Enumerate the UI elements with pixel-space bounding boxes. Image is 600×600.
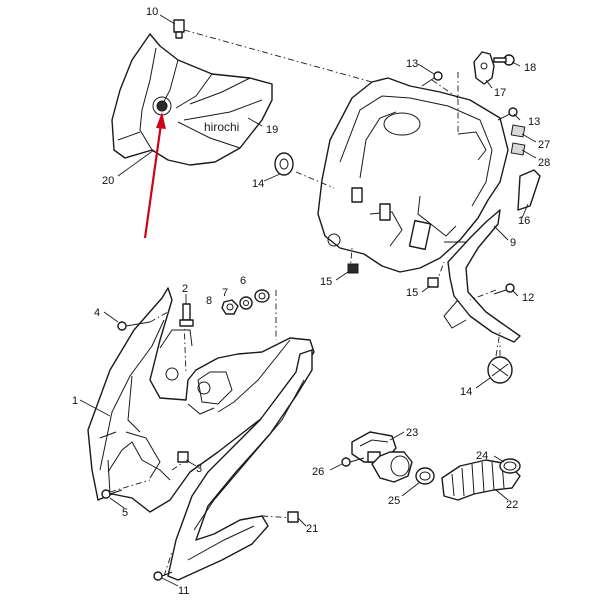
leader-lines (79, 14, 537, 587)
callout-15-right: 15 (406, 287, 418, 299)
callout-14-bottom: 14 (460, 386, 472, 398)
callout-23: 23 (406, 427, 418, 439)
screw-4 (117, 321, 151, 331)
screw-5 (101, 489, 123, 499)
callout-labels: 10 19 20 14 13 18 17 13 27 28 16 9 15 15… (72, 6, 550, 597)
callout-19: 19 (266, 124, 278, 136)
nut-8 (221, 299, 239, 315)
callout-3: 3 (196, 463, 202, 475)
callout-21: 21 (306, 523, 318, 535)
side-cover-1 (87, 287, 315, 513)
callout-4: 4 (94, 307, 100, 319)
callout-14-top: 14 (252, 178, 264, 190)
inner-panel-9 (317, 77, 509, 273)
watermark-text: hirochi (204, 120, 239, 134)
callout-10: 10 (146, 6, 158, 18)
washer-7 (239, 296, 253, 310)
callout-5: 5 (122, 507, 128, 519)
callout-26: 26 (312, 466, 324, 478)
lower-side-panel (167, 349, 313, 581)
callout-6: 6 (240, 275, 246, 287)
callout-7: 7 (222, 287, 228, 299)
callout-22: 22 (506, 499, 518, 511)
callout-25: 25 (388, 495, 400, 507)
bracket-17 (473, 51, 495, 85)
grommet-14-top (274, 152, 294, 176)
screw-12 (493, 283, 515, 295)
front-cover-19 (111, 33, 273, 166)
callout-16: 16 (518, 215, 530, 227)
clip-21 (287, 511, 299, 523)
callout-28: 28 (538, 157, 550, 169)
callout-9: 9 (510, 237, 516, 249)
reflector-16 (517, 169, 541, 211)
hose-22 (441, 459, 521, 501)
duct-elbow-25-body (371, 451, 413, 483)
red-arrow-indicator (143, 112, 166, 239)
screw-18 (493, 54, 515, 66)
screw-13-top (421, 71, 443, 87)
callout-13-right: 13 (528, 116, 540, 128)
pad-28 (510, 142, 526, 156)
screw-11 (153, 571, 173, 581)
nut-15-left (347, 263, 359, 274)
callout-1: 1 (72, 395, 78, 407)
clamp-24 (499, 458, 521, 474)
nut-15-right (427, 277, 439, 288)
callout-11: 11 (178, 585, 189, 597)
callout-12: 12 (522, 292, 534, 304)
clip-3 (177, 451, 189, 463)
collar-6 (254, 289, 270, 303)
clip-10 (173, 19, 185, 39)
callout-15-left: 15 (320, 276, 332, 288)
callout-17: 17 (494, 87, 506, 99)
callout-13-top: 13 (406, 58, 418, 70)
screw-13-right (497, 107, 518, 121)
bolt-2 (179, 303, 194, 327)
callout-2: 2 (182, 283, 188, 295)
callout-27: 27 (538, 139, 550, 151)
callout-18: 18 (524, 62, 536, 74)
callout-8: 8 (206, 295, 212, 307)
clamp-25 (415, 467, 435, 485)
grommet-14-bottom (487, 356, 513, 384)
callout-24: 24 (476, 450, 488, 462)
pad-27 (510, 124, 526, 138)
callout-20: 20 (102, 175, 114, 187)
screw-26 (341, 457, 365, 467)
